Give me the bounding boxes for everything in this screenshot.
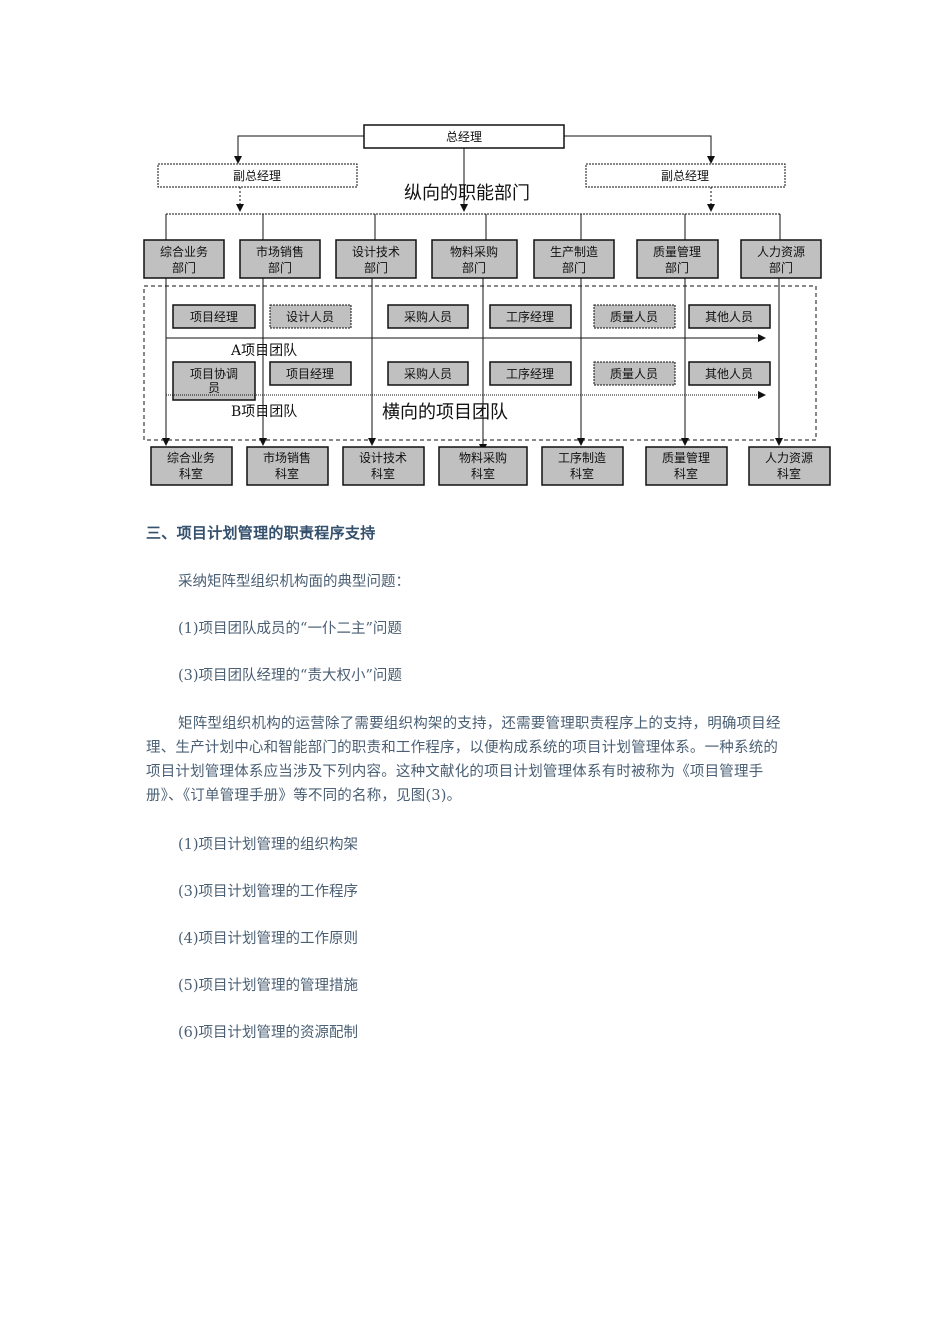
team-member-box: 项目经理 bbox=[269, 361, 352, 386]
department-label: 综合业务 bbox=[160, 244, 208, 259]
office-sublabel: 科室 bbox=[275, 466, 299, 481]
department-drops bbox=[165, 214, 781, 240]
department-label: 质量管理 bbox=[653, 244, 701, 259]
connector-ceo-vp-left bbox=[234, 135, 364, 164]
team-member-box: 其他人员 bbox=[688, 304, 771, 329]
vp-left-label: 副总经理 bbox=[233, 169, 281, 183]
team-member-box: 采购人员 bbox=[387, 361, 469, 386]
member-label: 采购人员 bbox=[404, 309, 452, 324]
team-a-members: 项目经理 设计人员 采购人员 工序经理 质量人员 其他人员 bbox=[172, 304, 771, 329]
department-sublabel: 部门 bbox=[268, 260, 292, 275]
office-sublabel: 科室 bbox=[570, 466, 594, 481]
team-member-box: 项目经理 bbox=[172, 304, 256, 329]
department-box: 物料采购 部门 bbox=[431, 239, 518, 279]
member-label: 质量人员 bbox=[610, 367, 658, 381]
connector-ceo-vp-right bbox=[564, 135, 715, 164]
member-label: 项目经理 bbox=[286, 367, 334, 381]
department-box: 人力资源 部门 bbox=[740, 239, 822, 279]
office-label: 综合业务 bbox=[167, 450, 215, 465]
team-member-box: 其他人员 bbox=[688, 361, 771, 386]
team-member-box: 采购人员 bbox=[387, 304, 469, 329]
vp-left-box: 副总经理 bbox=[157, 163, 358, 188]
intro-text: 采纳矩阵型组织机构面的典型问题： bbox=[178, 574, 410, 590]
content-item: (1)项目计划管理的组织构架 bbox=[178, 837, 359, 853]
department-box: 设计技术 部门 bbox=[335, 239, 417, 279]
office-sublabel: 科室 bbox=[674, 466, 698, 481]
member-label: 项目协调 bbox=[190, 366, 238, 381]
member-label: 设计人员 bbox=[286, 310, 334, 324]
department-box: 质量管理 部门 bbox=[636, 239, 719, 279]
member-label: 其他人员 bbox=[705, 367, 753, 381]
department-box: 市场销售 部门 bbox=[239, 239, 321, 279]
problem-item: (1)项目团队成员的“一仆二主”问题 bbox=[178, 621, 402, 637]
team-member-box: 项目协调 员 bbox=[172, 361, 256, 401]
content-item: (4)项目计划管理的工作原则 bbox=[178, 931, 359, 947]
member-label: 工序经理 bbox=[506, 366, 554, 381]
member-label: 采购人员 bbox=[404, 366, 452, 381]
team-member-box: 质量人员 bbox=[593, 304, 676, 329]
member-label: 项目经理 bbox=[190, 310, 238, 324]
member-label: 工序经理 bbox=[506, 309, 554, 324]
department-label: 设计技术 bbox=[352, 245, 400, 259]
team-b-label: B项目团队 bbox=[231, 404, 297, 420]
section-heading: 三、项目计划管理的职责程序支持 bbox=[146, 524, 376, 542]
department-sublabel: 部门 bbox=[769, 260, 793, 275]
member-label: 其他人员 bbox=[705, 310, 753, 324]
department-label: 生产制造 bbox=[550, 245, 598, 259]
department-boxes: 综合业务 部门 市场销售 部门 设计技术 部门 物料采购 部门 生产制造 部门 … bbox=[143, 239, 822, 279]
vertical-title: 纵向的职能部门 bbox=[404, 183, 530, 204]
office-label: 设计技术 bbox=[359, 451, 407, 465]
department-office-lines bbox=[162, 278, 783, 452]
department-box: 综合业务 部门 bbox=[143, 239, 225, 279]
department-sublabel: 部门 bbox=[172, 260, 196, 275]
body-paragraph: 矩阵型组织机构的运营除了需要组织构架的支持，还需要管理职责程序上的支持，明确项目… bbox=[146, 716, 781, 804]
matrix-org-chart: 总经理 副总经理 副总经理 纵向的职能部门 综合业务 部门 市场销售 bbox=[143, 124, 831, 486]
department-box: 生产制造 部门 bbox=[533, 239, 615, 279]
problem-item: (3)项目团队经理的“责大权小”问题 bbox=[178, 668, 402, 684]
horizontal-title: 横向的项目团队 bbox=[382, 402, 508, 423]
department-sublabel: 部门 bbox=[364, 260, 388, 275]
ceo-label: 总经理 bbox=[446, 130, 482, 144]
office-sublabel: 科室 bbox=[179, 466, 203, 481]
office-label: 质量管理 bbox=[662, 450, 710, 465]
content-item: (5)项目计划管理的管理措施 bbox=[178, 978, 359, 994]
department-label: 人力资源 bbox=[757, 245, 805, 259]
team-member-box: 工序经理 bbox=[489, 304, 572, 329]
member-label: 质量人员 bbox=[610, 310, 658, 324]
team-member-box: 设计人员 bbox=[269, 304, 352, 329]
content-item: (3)项目计划管理的工作程序 bbox=[178, 884, 359, 900]
department-label: 物料采购 bbox=[450, 244, 498, 259]
office-label: 物料采购 bbox=[459, 450, 507, 465]
department-sublabel: 部门 bbox=[562, 260, 586, 275]
team-a-label: A项目团队 bbox=[230, 343, 297, 359]
team-b-members: 项目协调 员 项目经理 采购人员 工序经理 质量人员 其他人员 bbox=[172, 361, 771, 401]
department-sublabel: 部门 bbox=[462, 260, 486, 275]
office-label: 工序制造 bbox=[558, 450, 606, 465]
office-label: 市场销售 bbox=[263, 450, 311, 465]
office-sublabel: 科室 bbox=[371, 466, 395, 481]
member-sublabel: 员 bbox=[208, 381, 220, 395]
content-item: (6)项目计划管理的资源配制 bbox=[178, 1025, 359, 1041]
office-label: 人力资源 bbox=[765, 451, 813, 465]
project-team-frame bbox=[143, 285, 817, 441]
office-sublabel: 科室 bbox=[777, 466, 801, 481]
vp-right-label: 副总经理 bbox=[661, 169, 709, 183]
office-sublabel: 科室 bbox=[471, 466, 495, 481]
ceo-box: 总经理 bbox=[363, 124, 565, 149]
team-member-box: 质量人员 bbox=[593, 361, 676, 386]
vp-right-box: 副总经理 bbox=[585, 163, 786, 188]
department-sublabel: 部门 bbox=[665, 260, 689, 275]
team-member-box: 工序经理 bbox=[489, 361, 572, 386]
department-label: 市场销售 bbox=[256, 244, 304, 259]
